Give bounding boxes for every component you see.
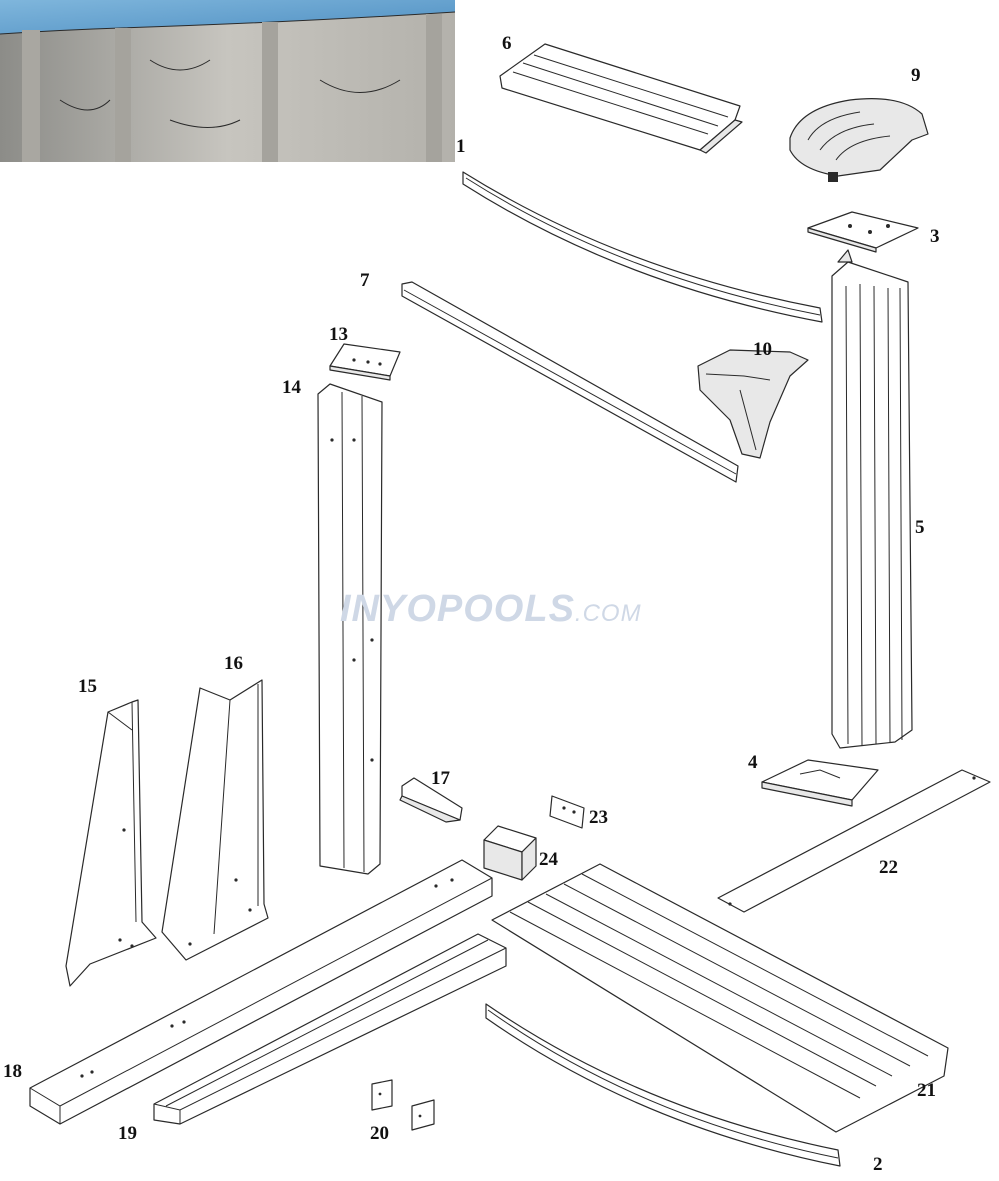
part-17-clip: [399, 777, 463, 823]
part-22-strap: [717, 769, 991, 913]
callout-2: 2: [873, 1154, 883, 1175]
part-16-brace: [161, 679, 269, 961]
callout-6: 6: [502, 33, 512, 54]
part-20-plates: [371, 1079, 435, 1131]
callout-5: 5: [915, 517, 925, 538]
pool-photo: [0, 0, 456, 162]
callout-24: 24: [539, 849, 558, 870]
part-10-bracket: [697, 349, 809, 459]
callout-14: 14: [282, 377, 301, 398]
callout-1: 1: [456, 136, 466, 157]
part-21-wall-panel: [491, 863, 949, 1133]
part-23-plate: [549, 795, 585, 829]
part-5-upright: [831, 249, 913, 749]
part-3-top-plate: [807, 211, 919, 253]
part-6-top-cap: [499, 43, 743, 154]
part-15-brace: [65, 699, 157, 987]
callout-21: 21: [917, 1080, 936, 1101]
watermark: INYOPOOLS.COM: [340, 588, 642, 631]
callout-16: 16: [224, 653, 243, 674]
part-7-stabilizer-rail: [401, 281, 739, 483]
callout-13: 13: [329, 324, 348, 345]
callout-19: 19: [118, 1123, 137, 1144]
callout-15: 15: [78, 676, 97, 697]
callout-3: 3: [930, 226, 940, 247]
callout-18: 18: [3, 1061, 22, 1082]
callout-23: 23: [589, 807, 608, 828]
part-13-plate: [329, 343, 401, 381]
callout-22: 22: [879, 857, 898, 878]
part-14-box-post: [317, 383, 383, 875]
callout-7: 7: [360, 270, 370, 291]
callout-20: 20: [370, 1123, 389, 1144]
part-24-block: [483, 825, 537, 881]
part-1-top-rail: [462, 171, 823, 323]
watermark-suffix: .COM: [574, 600, 642, 627]
part-9-top-cover: [789, 98, 929, 182]
callout-4: 4: [748, 752, 758, 773]
watermark-brand: INYOPOOLS: [340, 588, 575, 630]
part-2-bottom-rail: [485, 1003, 841, 1167]
callout-10: 10: [753, 339, 772, 360]
callout-9: 9: [911, 65, 921, 86]
part-19-channel: [153, 933, 507, 1125]
part-18-bottom-beam: [29, 859, 493, 1125]
callout-17: 17: [431, 768, 450, 789]
part-4-base-plate: [761, 759, 879, 807]
